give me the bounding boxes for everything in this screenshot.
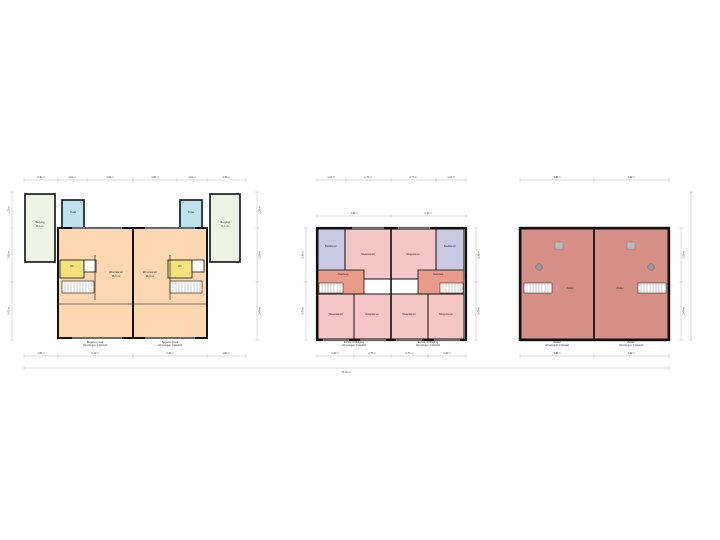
room-left-utility — [59, 259, 85, 279]
attic-flues — [535, 263, 655, 271]
room-left-shed — [24, 193, 56, 263]
room-left-wc — [83, 259, 97, 273]
label-left-living: Woonkamer — [109, 271, 123, 274]
attic-staircases — [523, 282, 667, 294]
dim-first-right-1: 3,42 m — [477, 307, 481, 315]
dim-ground-left-0: 1,70 m — [7, 206, 11, 214]
dim-ground-top-1: 1,64 m — [68, 176, 76, 179]
label-first-bed-left-bl: Slaapkamer — [329, 313, 343, 316]
dim-attic-top-1: 4,49 m — [627, 176, 635, 179]
dim-ground-left-1: 2,83 m — [7, 251, 11, 259]
caption-first-sub-2: Afmetingen indicatief — [415, 344, 441, 347]
dim-attic-right-0: 7,25 m — [682, 251, 686, 259]
first-floor-plan — [304, 178, 478, 358]
caption-attic-title: Zolder — [553, 341, 561, 344]
caption-ground-title-2: Begane grond — [161, 341, 179, 344]
dim-ground-bottom-1: 5,43 m — [91, 352, 99, 355]
label-left-shed: Berging — [35, 221, 45, 224]
ground-dimension-lines — [10, 178, 259, 358]
dim-ground-top-4: 1,64 m — [188, 176, 196, 179]
label-first-bed-left-top: Slaapkamer — [361, 253, 375, 256]
dim-ground-bottom-2: 5,43 m — [166, 352, 174, 355]
room-first-bed-left-bl — [317, 293, 355, 340]
label-first-bed-right-bl: Slaapkamer — [402, 313, 416, 316]
caption-ground-title: Begane grond — [86, 341, 104, 344]
first-windows — [323, 227, 460, 341]
area-right-shed: 8,2 m² — [221, 225, 229, 228]
caption-first-sub: Afmetingen indicatief — [341, 344, 367, 347]
label-first-bath-right: Badkamer — [444, 245, 456, 248]
label-right-living: Woonkamer — [143, 271, 157, 274]
dim-attic-right-1: 3,42 m — [682, 307, 686, 315]
label-right-shed: Berging — [220, 221, 230, 224]
dim-first-left-1: 3,42 m — [301, 307, 305, 315]
caption-ground-sub: Afmetingen indicatief — [82, 344, 108, 347]
caption-attic-title-2: Zolder — [627, 341, 635, 344]
room-right-utility — [167, 259, 193, 279]
ground-floor-plan — [10, 178, 259, 358]
label-left-util: Wc — [70, 265, 74, 268]
overall-dimension-line — [23, 366, 670, 370]
label-attic-right: Zolder — [616, 287, 624, 290]
dim-ground-right-1: 2,83 m — [258, 251, 262, 259]
label-right-toilet: Toilet — [187, 211, 195, 214]
dim-first-top-3: 1,64 m — [447, 176, 455, 179]
label-first-bed-left-br: Slaapkamer — [365, 313, 379, 316]
dim-overall-width: 35,09 m — [341, 371, 351, 374]
left-staircase — [61, 280, 95, 294]
label-right-util: Wc — [178, 265, 182, 268]
attic-dimension-lines — [519, 178, 693, 358]
dim-first-top-1: 2,76 m — [364, 176, 372, 179]
attic-skylights — [554, 241, 636, 250]
dim-ground-bottom-3: 1,86 m — [222, 352, 230, 355]
dim-ground-top-0: 2,39 m — [37, 176, 45, 179]
label-first-bed-right-top: Slaapkamer — [406, 253, 420, 256]
label-first-bed-right-br: Slaapkamer — [439, 313, 453, 316]
dim-first-bottom-2: 2,75 m — [405, 352, 413, 355]
dim-attic-bottom-1: 4,49 m — [627, 352, 635, 355]
first-staircases — [318, 282, 464, 294]
dim-attic-bottom-0: 4,48 m — [553, 352, 561, 355]
dim-first-top2-0: 4,48 m — [350, 212, 358, 215]
dim-first-bottom-1: 2,75 m — [368, 352, 376, 355]
dim-first-top-2: 2,77 m — [409, 176, 417, 179]
first-dimension-lines — [304, 178, 478, 358]
dim-ground-bottom-0: 1,86 m — [37, 352, 45, 355]
dim-ground-right-2: 3,42 m — [258, 307, 262, 315]
label-first-bath-left: Badkamer — [325, 245, 337, 248]
dim-first-right-0: 3,06 m — [477, 251, 481, 259]
caption-attic-sub-2: Afmetingen indicatief — [618, 344, 644, 347]
area-left-shed: 8,2 m² — [36, 225, 44, 228]
room-right-shed — [209, 193, 241, 263]
area-right-living: 36,0 m² — [145, 275, 155, 278]
dim-ground-top-3: 4,66 m — [151, 176, 159, 179]
right-staircase — [169, 280, 203, 294]
caption-first-title-2: Eerste verdieping — [417, 341, 439, 344]
caption-ground-sub-2: Afmetingen indicatief — [157, 344, 183, 347]
label-first-hall-left: Overloop — [337, 273, 349, 276]
ground-inner-walls — [58, 255, 207, 305]
label-left-toilet: Toilet — [69, 211, 77, 214]
dim-first-bottom-0: 2,38 m — [331, 352, 339, 355]
dim-ground-top-2: 4,66 m — [106, 176, 114, 179]
dim-first-top-0: 1,64 m — [327, 176, 335, 179]
dim-ground-left-2: 3,42 m — [7, 307, 11, 315]
dim-first-bottom-3: 2,38 m — [443, 352, 451, 355]
caption-first-title: Eerste verdieping — [343, 341, 365, 344]
dim-ground-right-0: 1,70 m — [258, 206, 262, 214]
label-first-hall-right: Overloop — [432, 273, 444, 276]
room-right-wc — [191, 259, 205, 273]
dim-ground-top-5: 2,39 m — [222, 176, 230, 179]
attic-plan — [518, 178, 693, 358]
ground-windows — [72, 227, 195, 339]
dim-first-left-0: 3,06 m — [301, 251, 305, 259]
caption-attic-sub: Afmetingen indicatief — [544, 344, 570, 347]
dim-attic-top-0: 4,48 m — [553, 176, 561, 179]
area-left-living: 36,0 m² — [111, 275, 121, 278]
label-attic-left: Zolder — [566, 287, 574, 290]
dim-first-top2-1: 4,48 m — [424, 212, 432, 215]
